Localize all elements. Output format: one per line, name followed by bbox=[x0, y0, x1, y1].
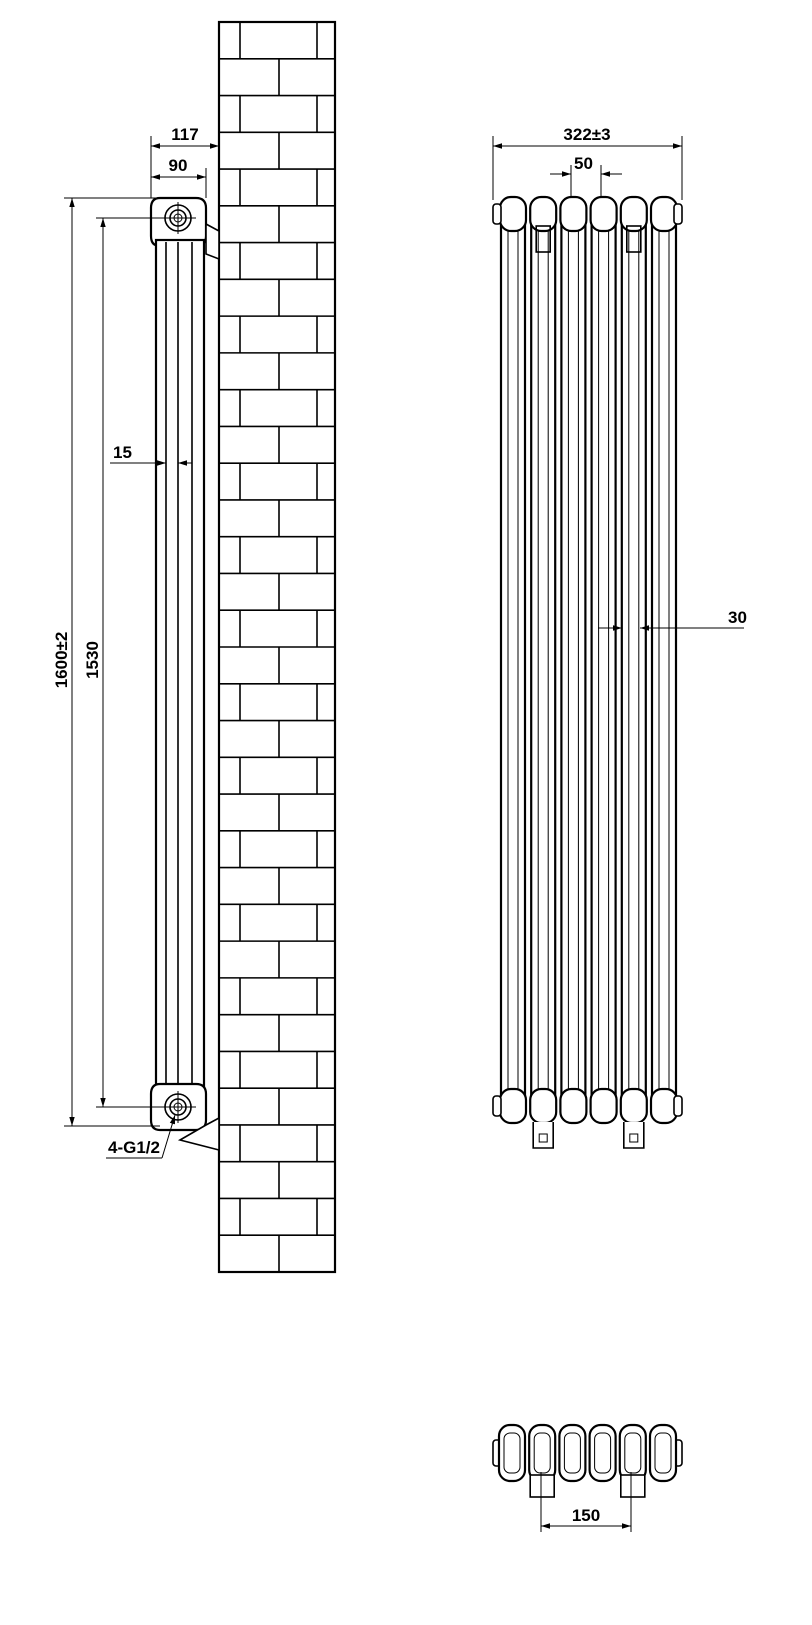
plan-bracket-1 bbox=[529, 1474, 556, 1498]
label-connections: 4-G1/2 bbox=[108, 1138, 160, 1157]
bottom-wall-bracket bbox=[177, 1116, 220, 1152]
front-column-6 bbox=[650, 210, 678, 1110]
dim-height-total: 1600±2 bbox=[52, 632, 71, 689]
front-bracket-1 bbox=[532, 1122, 554, 1149]
front-column-4 bbox=[590, 210, 617, 1110]
front-column-3 bbox=[560, 210, 587, 1110]
side-view-dimensions: 117 90 15 1600±2 1530 4-G1/2 bbox=[52, 22, 220, 1159]
dim-column-pitch: 50 bbox=[574, 154, 593, 173]
dim-depth-radiator: 90 bbox=[169, 156, 188, 175]
dim-bracket-spacing: 150 bbox=[572, 1506, 600, 1525]
plan-column-3 bbox=[558, 1423, 587, 1483]
dim-width-total: 322±3 bbox=[563, 125, 610, 144]
dim-center-distance: 1530 bbox=[83, 641, 102, 679]
plan-view-radiator bbox=[492, 1423, 683, 1498]
dim-tube-gap: 15 bbox=[113, 443, 132, 462]
plan-view-dimensions: 150 bbox=[540, 1472, 632, 1532]
front-view-radiator bbox=[492, 195, 683, 1149]
dim-depth-total: 117 bbox=[171, 125, 198, 144]
front-view-dimensions: 322±3 50 30 bbox=[492, 125, 747, 631]
plan-column-4 bbox=[588, 1423, 617, 1483]
dim-tube-diameter: 30 bbox=[728, 608, 747, 627]
plan-column-6 bbox=[648, 1423, 678, 1483]
front-bracket-2 bbox=[623, 1122, 645, 1149]
brick-wall bbox=[217, 20, 337, 1274]
side-view-radiator bbox=[149, 196, 220, 1152]
top-wall-bracket bbox=[205, 222, 220, 261]
front-column-1 bbox=[499, 210, 527, 1110]
front-column-2 bbox=[530, 210, 557, 1110]
front-column-5 bbox=[620, 210, 647, 1110]
plan-column-1 bbox=[497, 1423, 527, 1483]
plan-bracket-2 bbox=[619, 1474, 646, 1498]
